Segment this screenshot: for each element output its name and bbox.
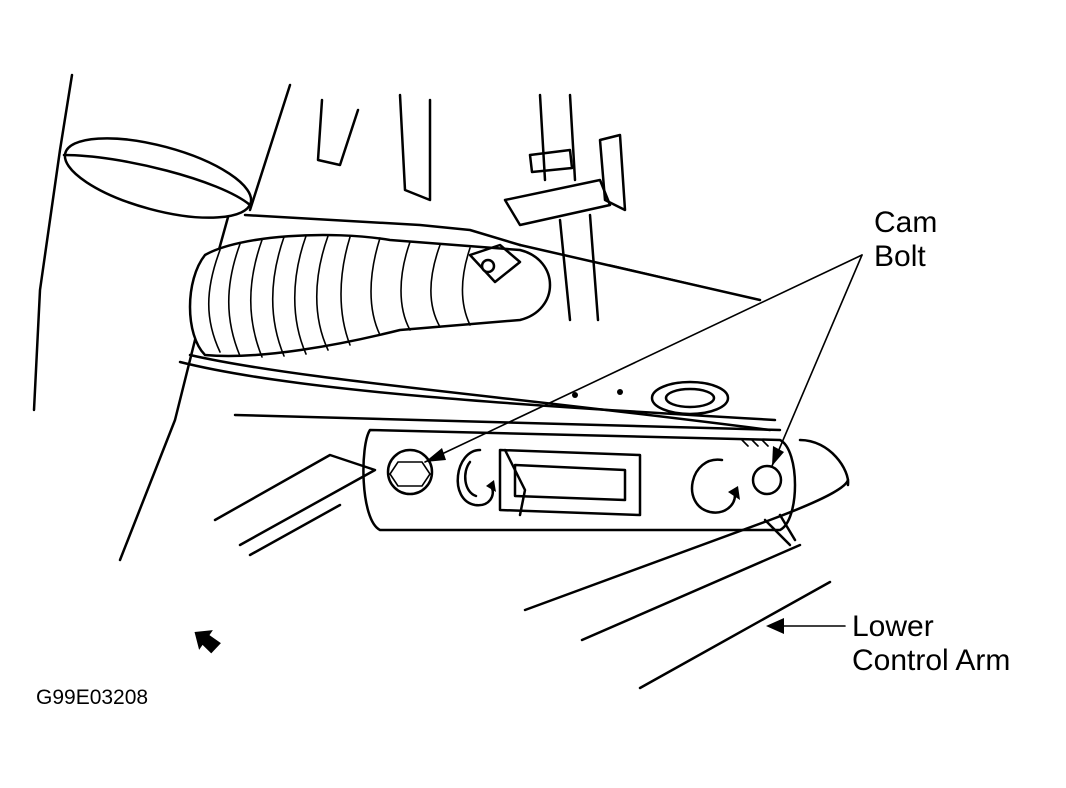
body-panel: [243, 93, 762, 322]
lower-control-arm-label-line2: Control Arm: [852, 644, 1011, 677]
lower-control-arm-label: Lower Control Arm: [852, 610, 1010, 678]
cam-bolt-label-line2: Bolt: [874, 240, 926, 273]
cam-bolt-left: [386, 448, 434, 496]
cam-bolt-right: [741, 439, 783, 496]
front-direction-arrow-icon: [194, 630, 221, 654]
cam-bolt-leaders: [424, 254, 863, 467]
lower-control-arm-leader: [766, 618, 846, 634]
cam-eccentric-right: [690, 458, 740, 514]
lower-control-arm-label-line1: Lower: [852, 610, 934, 643]
crossmember: [178, 353, 782, 432]
cam-eccentric-left: [456, 448, 496, 507]
cam-bolt-label: Cam Bolt: [874, 206, 937, 274]
lower-control-arm: [213, 438, 850, 690]
rack-boot: [188, 233, 552, 358]
cam-bolt-label-line1: Cam: [874, 206, 938, 239]
figure-code: G99E03208: [36, 686, 149, 709]
